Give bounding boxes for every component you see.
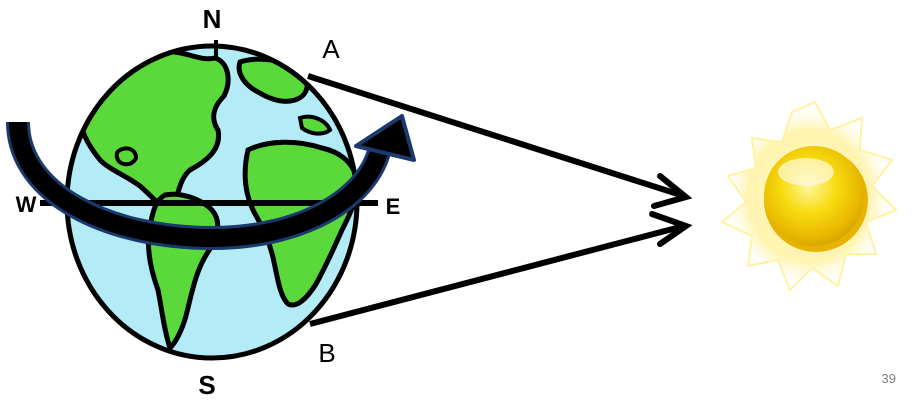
earth-globe-icon	[67, 40, 357, 358]
label-east: E	[386, 194, 401, 219]
label-west: W	[16, 192, 37, 217]
label-point-a: A	[322, 34, 340, 64]
slide-number: 39	[882, 371, 896, 386]
island	[117, 148, 136, 164]
label-south: S	[198, 370, 215, 400]
ray-from-b	[310, 226, 684, 324]
label-north: N	[203, 4, 222, 34]
sun-icon	[722, 102, 896, 290]
sun-highlight	[778, 158, 834, 186]
label-point-b: B	[318, 338, 335, 368]
